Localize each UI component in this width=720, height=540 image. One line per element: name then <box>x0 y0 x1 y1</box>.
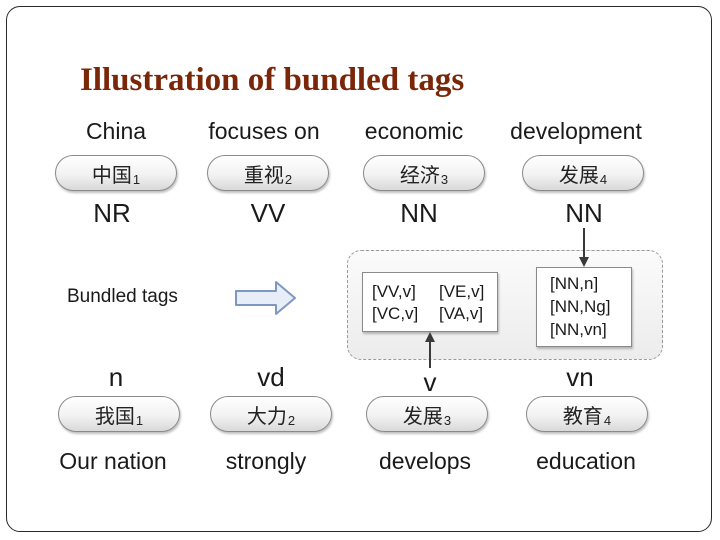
top-chinese-2: 重视 <box>243 162 284 187</box>
slide-title: Illustration of bundled tags <box>80 62 465 98</box>
top-english-1: China <box>85 118 147 144</box>
bottom-tag-2: vd <box>257 362 285 392</box>
top-tag-4: NN <box>565 198 603 228</box>
noun-bundle-box: [NN,n] [NN,Ng] [NN,vn] <box>536 267 632 347</box>
bundle-ve-v: [VE,v] <box>439 282 485 301</box>
bundled-tags-label: Bundled tags <box>67 286 178 307</box>
bundle-va-v: [VA,v] <box>439 304 484 323</box>
bottom-tag-3: v <box>423 367 437 397</box>
top-chinese-4: 发展 <box>558 162 599 187</box>
bottom-index-4: 4 <box>603 412 612 428</box>
bottom-tag-4: vn <box>566 362 594 392</box>
bottom-english-1: Our nation <box>59 448 167 474</box>
bottom-tag-1: n <box>108 362 124 392</box>
bundle-vv-v: [VV,v] <box>372 282 416 301</box>
top-index-2: 2 <box>284 171 293 187</box>
bottom-english-2: strongly <box>225 448 307 474</box>
top-chinese-3: 经济 <box>399 162 440 187</box>
top-index-4: 4 <box>599 171 608 187</box>
top-english-2: focuses on <box>208 118 320 144</box>
bottom-chinese-1: 我国 <box>94 403 135 428</box>
top-tag-2: VV <box>250 198 286 228</box>
bundle-nn-vn: [NN,vn] <box>550 320 607 339</box>
bottom-chinese-4: 教育 <box>562 403 603 428</box>
bottom-chinese-2: 大力 <box>246 403 287 428</box>
top-index-3: 3 <box>440 171 449 187</box>
bundle-vc-v: [VC,v] <box>372 304 419 323</box>
top-tag-1: NR <box>93 198 131 228</box>
hollow-right-arrow-icon <box>235 281 296 315</box>
bottom-english-4: education <box>536 448 636 474</box>
top-tag-3: NN <box>400 198 438 228</box>
bundle-nn-n: [NN,n] <box>550 274 599 293</box>
bottom-english-3: develops <box>378 448 472 474</box>
bottom-index-2: 2 <box>287 412 296 428</box>
top-english-3: economic <box>364 118 464 144</box>
verb-bundle-box: [VV,v] [VE,v] [VC,v] [VA,v] <box>362 272 498 332</box>
bottom-index-1: 1 <box>135 412 144 428</box>
bottom-chinese-3: 发展 <box>402 403 443 428</box>
top-english-4: development <box>510 118 642 144</box>
top-chinese-1: 中国 <box>91 162 132 187</box>
top-index-1: 1 <box>132 171 141 187</box>
bundle-nn-ng: [NN,Ng] <box>550 297 611 316</box>
bottom-index-3: 3 <box>443 412 452 428</box>
